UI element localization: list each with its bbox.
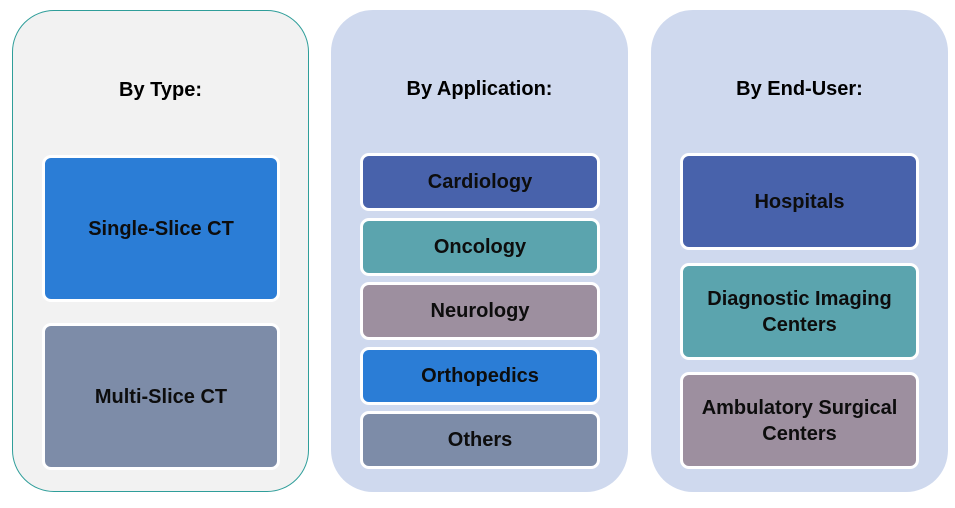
ambulatory-surgical-centers-box: Ambulatory Surgical Centers xyxy=(680,372,919,469)
by-end-user-panel: By End-User: Hospitals Diagnostic Imagin… xyxy=(651,10,948,492)
by-application-heading: By Application: xyxy=(406,78,553,100)
hospitals-box: Hospitals xyxy=(680,153,919,250)
by-type-panel: By Type: Single-Slice CT Multi-Slice CT xyxy=(12,10,309,492)
others-box: Others xyxy=(360,411,600,469)
by-type-heading: By Type: xyxy=(119,79,202,101)
diagnostic-imaging-centers-box: Diagnostic Imaging Centers xyxy=(680,263,919,360)
single-slice-ct-box: Single-Slice CT xyxy=(42,155,280,302)
orthopedics-box: Orthopedics xyxy=(360,347,600,405)
cardiology-box: Cardiology xyxy=(360,153,600,211)
by-application-panel: By Application: Cardiology Oncology Neur… xyxy=(331,10,628,492)
multi-slice-ct-box: Multi-Slice CT xyxy=(42,323,280,470)
neurology-box: Neurology xyxy=(360,282,600,340)
by-end-user-heading: By End-User: xyxy=(736,78,863,100)
oncology-box: Oncology xyxy=(360,218,600,276)
